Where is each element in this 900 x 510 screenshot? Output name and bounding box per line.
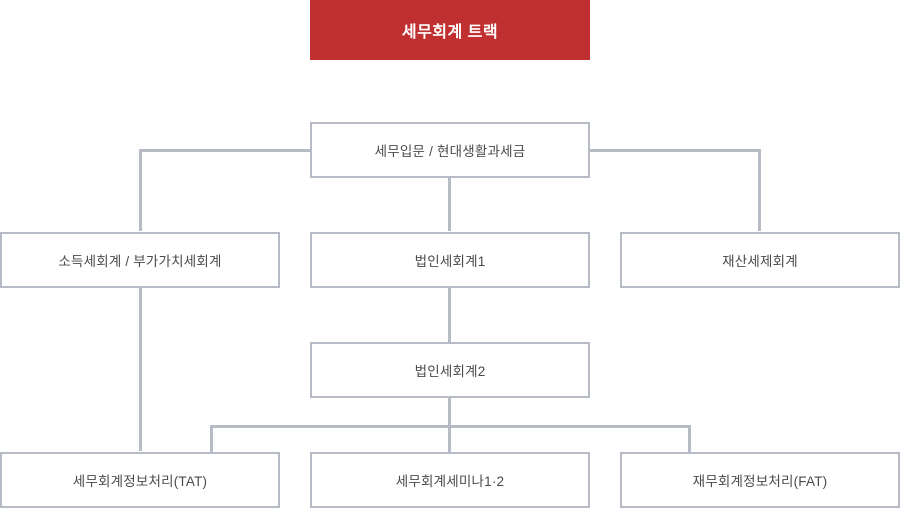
node-label: 세무회계정보처리(TAT) [72, 474, 208, 489]
node-corp1: 법인세회계1 [310, 232, 590, 288]
node-label: 세무입문 / 현대생활과세금 [374, 144, 526, 159]
node-seminar: 세무회계세미나1·2 [310, 452, 590, 508]
connector-intro-to-corp1 [448, 177, 451, 231]
node-label: 소득세회계 / 부가가치세회계 [58, 254, 222, 269]
node-property: 재산세제회계 [620, 232, 900, 288]
node-label: 세무회계 트랙 [401, 24, 499, 41]
node-fat: 재무회계정보처리(FAT) [620, 452, 900, 508]
connector-corp1-to-corp2 [448, 288, 451, 342]
connector-bus-left-leg [210, 425, 213, 452]
node-track-title: 세무회계 트랙 [310, 0, 590, 60]
connector-bus-right-leg [688, 425, 691, 452]
connector-right-branch-vertical [758, 149, 761, 231]
node-label: 법인세회계1 [414, 254, 486, 269]
node-label: 재무회계정보처리(FAT) [692, 474, 828, 489]
node-intro: 세무입문 / 현대생활과세금 [310, 122, 590, 178]
node-label: 재산세제회계 [722, 254, 798, 269]
connector-left-branch-vertical [139, 149, 142, 231]
node-label: 법인세회계2 [414, 364, 486, 379]
connector-intro-to-right-horizontal [586, 149, 761, 152]
node-corp2: 법인세회계2 [310, 342, 590, 398]
node-tat: 세무회계정보처리(TAT) [0, 452, 280, 508]
connector-income-vat-to-tat [139, 288, 142, 451]
node-income-vat: 소득세회계 / 부가가치세회계 [0, 232, 280, 288]
connector-intro-to-left-horizontal [139, 149, 314, 152]
node-label: 세무회계세미나1·2 [395, 474, 505, 489]
connector-bottom-bus-horizontal [210, 425, 691, 428]
